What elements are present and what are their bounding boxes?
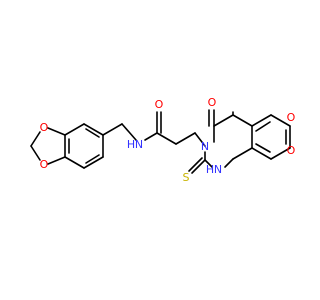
bond: [83, 156, 104, 169]
bond: [251, 114, 272, 127]
atom-o-amide: O: [155, 98, 164, 111]
bond: [224, 158, 234, 168]
bond: [270, 147, 291, 160]
bond: [255, 121, 271, 132]
bond: [251, 147, 272, 160]
bond: [255, 143, 271, 153]
molecule-structure: O N H O O O N N H S O O: [30, 96, 296, 184]
bond: [156, 132, 177, 145]
bond: [232, 114, 253, 127]
bond: [85, 128, 100, 138]
bond: [232, 147, 253, 160]
atom-h-amide: H: [127, 138, 135, 151]
bond: [64, 156, 85, 169]
bond: [204, 159, 213, 168]
bond: [85, 154, 100, 164]
bond: [270, 114, 291, 127]
bond: [47, 156, 66, 165]
atom-s-thione: S: [183, 171, 190, 184]
bond: [30, 131, 41, 147]
atom-o-diox2: O: [287, 144, 296, 157]
bond: [121, 123, 137, 141]
bond: [64, 123, 85, 136]
bond: [191, 159, 206, 174]
bond: [47, 127, 66, 136]
benzodioxole-ring-left: [30, 123, 137, 169]
atom-nh-quin: N: [214, 163, 222, 176]
bond: [194, 132, 206, 147]
bond: [83, 123, 104, 136]
amide-group: [144, 111, 206, 147]
atom-o-quin-carbonyl: O: [208, 96, 217, 109]
atom-labels: O N H O O O N N H S O O: [40, 96, 296, 184]
atom-o-bd2: O: [40, 158, 49, 171]
bond: [144, 132, 158, 141]
atom-o-bd1: O: [40, 121, 49, 134]
atom-n-amide: N: [135, 138, 143, 151]
bond: [213, 114, 234, 127]
quinazoline-ring: [188, 109, 291, 174]
bond: [30, 145, 41, 161]
bond: [175, 132, 196, 145]
bond: [188, 157, 203, 172]
atom-h-quin: H: [206, 163, 214, 176]
bond: [102, 123, 123, 136]
atom-n-quin: N: [201, 140, 209, 153]
atom-o-diox1: O: [287, 111, 296, 124]
molecule-diagram: O N H O O O N N H S O O: [30, 96, 296, 184]
